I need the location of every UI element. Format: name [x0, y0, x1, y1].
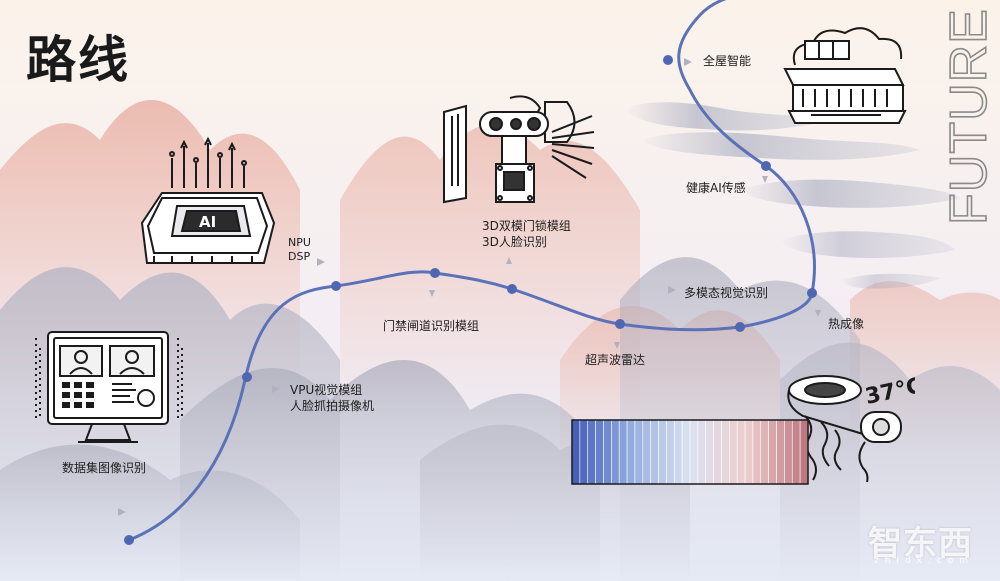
label-3d-line2: 3D人脸识别 — [482, 235, 547, 249]
label-3d-lock-module: 3D双模门锁模组 3D人脸识别 — [482, 218, 571, 250]
thermal-temperature-text: 37°C — [863, 373, 915, 409]
spectrum-stripe — [658, 419, 667, 485]
label-vpu-camera: VPU视觉模组 人脸抓拍摄像机 — [290, 382, 374, 414]
smart-house-icon — [783, 27, 907, 124]
spectrum-stripe — [784, 419, 793, 485]
route-line — [127, 0, 816, 542]
spectrum-stripe — [681, 419, 691, 485]
spectrum-stripe — [768, 419, 777, 485]
label-access-gate-module: 门禁闸道识别模组 — [383, 319, 480, 333]
spectrum-stripe — [626, 419, 636, 485]
spectrum-stripe — [713, 419, 722, 485]
label-npu-dsp: NPU DSP — [288, 236, 311, 264]
spectrum-stripe — [736, 419, 746, 485]
future-text: FUTURE — [940, 10, 998, 225]
spectrum-stripe — [673, 419, 683, 485]
ai-chip-icon: AI — [140, 136, 276, 264]
spectrum-stripe — [603, 419, 612, 485]
label-ultrasonic-radar: 超声波雷达 — [585, 353, 646, 367]
spectrum-stripe — [650, 419, 659, 485]
route-node-6 — [615, 319, 625, 329]
spectrum-stripe — [579, 419, 589, 485]
spectrum-stripe — [776, 419, 785, 485]
label-whole-house-smart: 全屋智能 — [703, 54, 752, 68]
thermal-camera-icon: 37°C — [787, 373, 915, 483]
spectrum-stripe — [689, 419, 699, 485]
spectrum-stripe — [760, 419, 769, 485]
label-dsp: DSP — [288, 250, 311, 263]
watermark-url: zhidx.com — [874, 556, 975, 566]
label-3d-line1: 3D双模门锁模组 — [482, 219, 571, 233]
route-node-4 — [430, 268, 440, 278]
spectrum-stripe — [744, 419, 754, 485]
label-vpu-line1: VPU视觉模组 — [290, 383, 363, 397]
label-health-ai-sensing: 健康AI传感 — [686, 181, 746, 195]
spectrum-stripe — [729, 419, 738, 485]
thermal-spectrum-bar — [571, 419, 809, 485]
spectrum-stripe — [571, 419, 581, 485]
spectrum-stripe — [705, 419, 714, 485]
label-thermal-imaging: 热成像 — [828, 317, 865, 331]
spectrum-stripe — [634, 419, 644, 485]
route-node-10 — [663, 55, 673, 65]
route-node-2 — [242, 372, 252, 382]
spectrum-stripe — [666, 419, 675, 485]
spectrum-stripe — [595, 419, 604, 485]
future-vertical-text: FUTURE — [939, 10, 998, 226]
svg-text:AI: AI — [199, 213, 216, 231]
watermark-logo: 智东西 — [868, 524, 973, 564]
spectrum-stripe — [611, 419, 620, 485]
route-node-8 — [807, 288, 817, 298]
3d-camera-module-icon — [443, 95, 595, 204]
label-vpu-line2: 人脸抓拍摄像机 — [290, 399, 375, 413]
spectrum-stripe — [618, 419, 628, 485]
spectrum-stripe — [721, 419, 730, 485]
spectrum-stripe — [642, 419, 651, 485]
spectrum-stripe — [791, 419, 801, 485]
label-multimodal-vision: 多模态视觉识别 — [684, 286, 769, 300]
monitor-icon — [35, 331, 183, 443]
route-node-3 — [331, 281, 341, 291]
route-node-1 — [124, 535, 134, 545]
page-title: 路线 — [26, 31, 130, 89]
route-node-5 — [507, 284, 517, 294]
route-node-7 — [735, 322, 745, 332]
spectrum-stripe — [697, 419, 707, 485]
label-npu: NPU — [288, 236, 311, 249]
spectrum-stripe — [752, 419, 762, 485]
route-node-9 — [761, 161, 771, 171]
label-dataset-image-recognition: 数据集图像识别 — [62, 461, 147, 475]
spectrum-stripe — [587, 419, 596, 485]
spectrum-stripe — [799, 419, 809, 485]
